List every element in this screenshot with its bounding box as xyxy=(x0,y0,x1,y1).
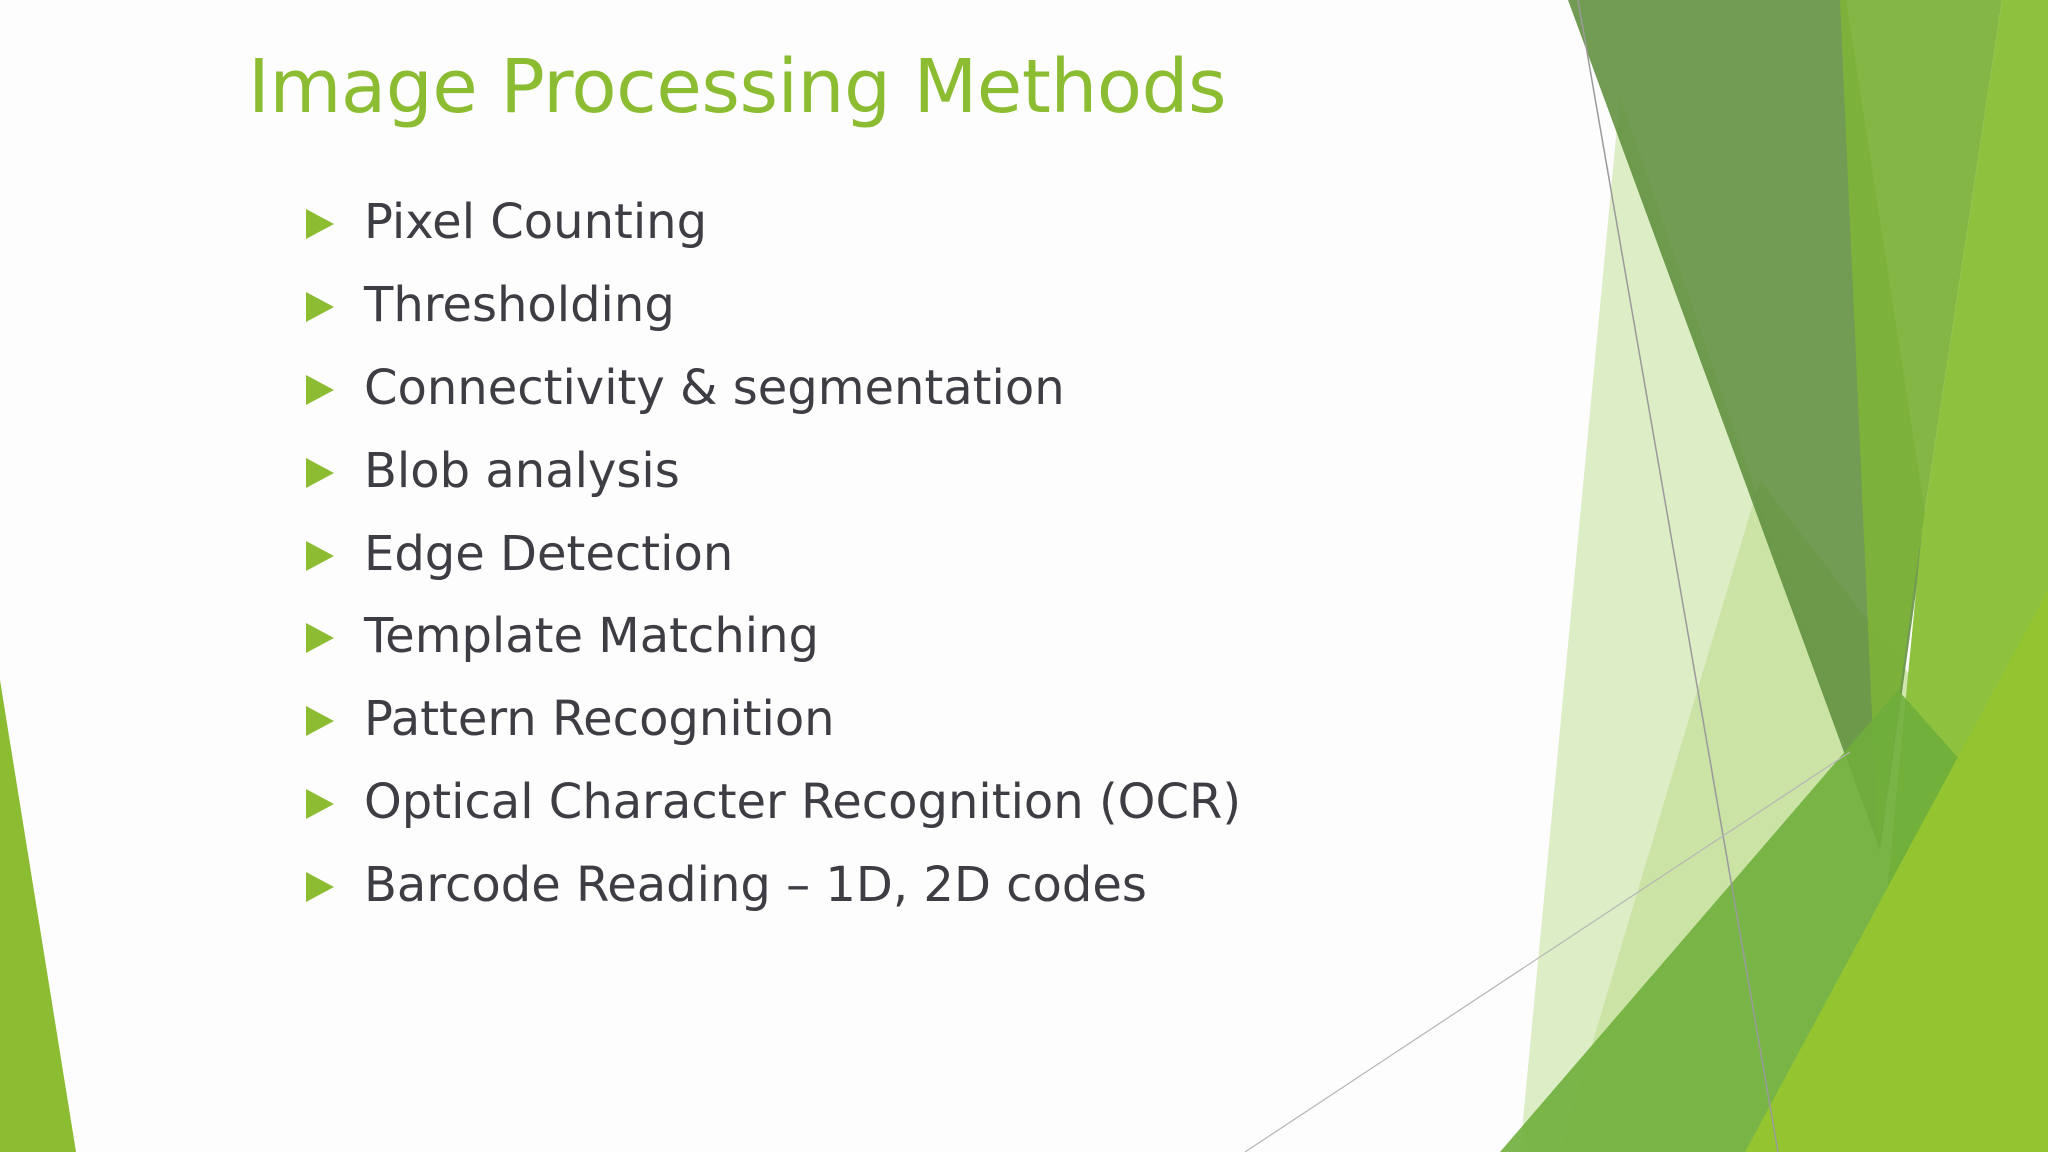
list-item: Thresholding xyxy=(306,264,1241,347)
dark-green-wedge xyxy=(1568,0,1926,850)
list-item: Template Matching xyxy=(306,595,1241,678)
triangle-bullet-icon xyxy=(306,457,334,488)
list-item: Edge Detection xyxy=(306,512,1241,595)
list-item: Pixel Counting xyxy=(306,181,1241,264)
bullet-text: Thresholding xyxy=(364,277,675,334)
bullet-text: Optical Character Recognition (OCR) xyxy=(364,773,1242,830)
bullet-text: Pixel Counting xyxy=(364,194,708,251)
list-item: Blob analysis xyxy=(306,429,1241,512)
list-item: Pattern Recognition xyxy=(306,678,1241,761)
triangle-bullet-icon xyxy=(306,788,334,819)
bullet-text: Connectivity & segmentation xyxy=(364,359,1065,416)
bullet-text: Edge Detection xyxy=(364,525,734,582)
bullet-text: Blob analysis xyxy=(364,442,680,499)
bullet-text: Template Matching xyxy=(364,608,819,665)
left-green-sliver xyxy=(0,680,76,1152)
thin-gray-line-vertical xyxy=(1577,0,1779,1152)
bullet-text: Pattern Recognition xyxy=(364,691,835,748)
list-item: Connectivity & segmentation xyxy=(306,347,1241,430)
list-item: Optical Character Recognition (OCR) xyxy=(306,761,1241,844)
triangle-bullet-icon xyxy=(306,623,334,654)
list-item: Barcode Reading – 1D, 2D codes xyxy=(306,843,1241,926)
bottom-green-triangle xyxy=(1500,690,1960,1152)
mid-green-band xyxy=(1840,0,2002,850)
bullet-text: Barcode Reading – 1D, 2D codes xyxy=(364,856,1147,913)
triangle-bullet-icon xyxy=(306,292,334,323)
slide-title: Image Processing Methods xyxy=(248,44,1227,130)
bullet-list: Pixel Counting Thresholding Connectivity… xyxy=(306,181,1241,926)
thin-gray-line-diagonal xyxy=(1244,751,1851,1152)
triangle-bullet-icon xyxy=(306,374,334,405)
triangle-bullet-icon xyxy=(306,706,334,737)
bottom-right-lime xyxy=(1745,590,2048,1152)
triangle-bullet-icon xyxy=(306,209,334,240)
triangle-bullet-icon xyxy=(306,540,334,571)
triangle-bullet-icon xyxy=(306,871,334,902)
